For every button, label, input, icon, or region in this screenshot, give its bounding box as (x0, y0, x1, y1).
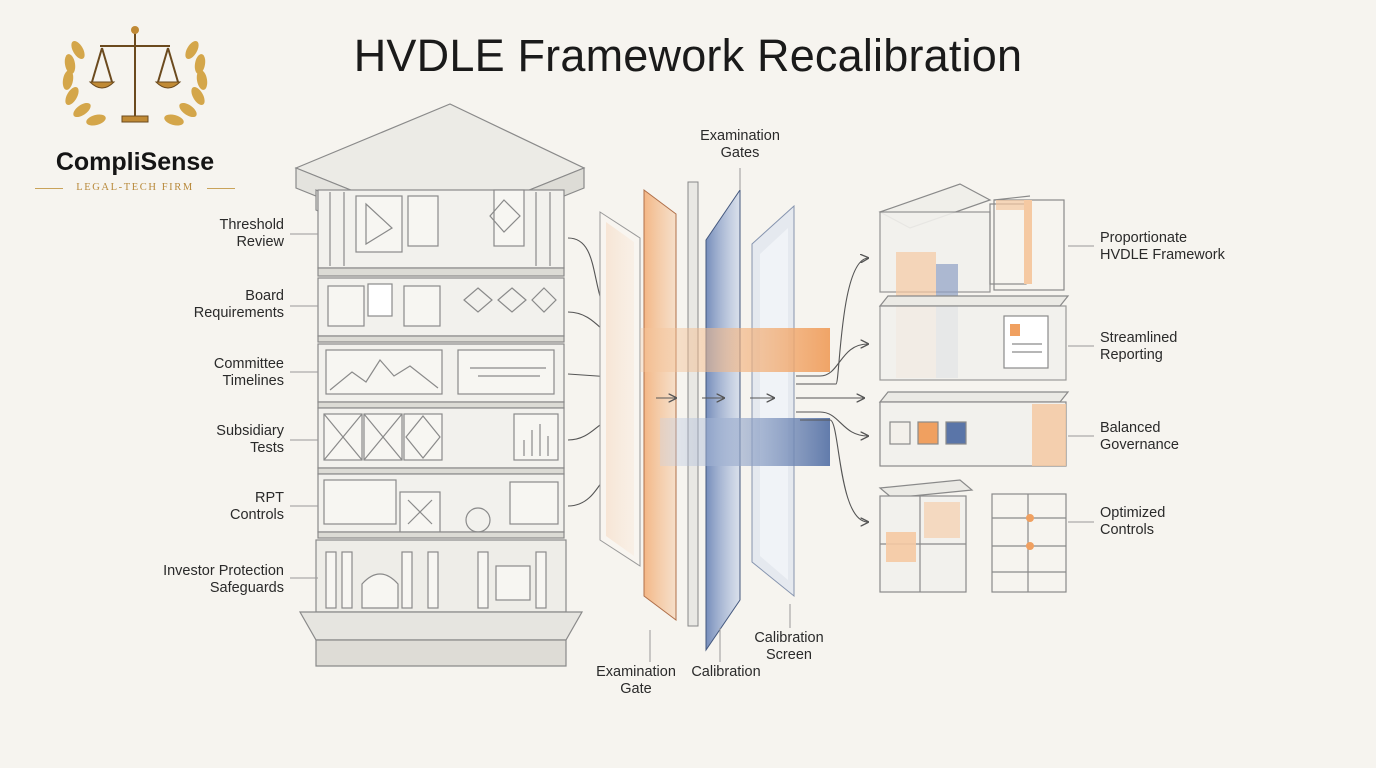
brand-name: CompliSense (55, 148, 215, 176)
label-line: Calibration (691, 664, 761, 680)
input-label-threshold-review: Threshold Review (220, 217, 284, 251)
label-line: Board (245, 288, 284, 304)
label-line: Examination (596, 664, 676, 680)
label-line: Reporting (1100, 347, 1163, 363)
label-line: Review (236, 234, 284, 250)
label-line: Optimized (1100, 505, 1166, 521)
label-line: Balanced (1100, 420, 1161, 436)
gate-label-calibration-screen: Calibration Screen (730, 630, 848, 664)
label-line: Proportionate (1100, 230, 1188, 246)
gate-leader-lines (649, 168, 791, 662)
input-label-subsidiary-tests: Subsidiary Tests (216, 423, 284, 457)
blue-flow-band (660, 418, 830, 466)
input-label-rpt-controls: RPT Controls (230, 490, 284, 524)
page-title: HVDLE Framework Recalibration (353, 30, 1023, 81)
gate-label-examination-gate: Examination Gate (576, 664, 696, 698)
label-line: HVDLE Framework (1100, 247, 1225, 263)
label-line: Committee (213, 356, 284, 372)
tagline-rule-left (35, 188, 63, 189)
input-label-investor-protection: Investor Protection Safeguards (163, 563, 284, 597)
output-leader-lines (1068, 245, 1094, 523)
output-label-streamlined-reporting: Streamlined Reporting (1100, 330, 1177, 364)
input-label-board-requirements: Board Requirements (194, 288, 284, 322)
tagline-rule-right (207, 188, 235, 189)
label-line: Tests (250, 440, 284, 456)
label-line: Controls (230, 507, 284, 523)
brand-tagline: LEGAL-TECH FIRM (76, 182, 194, 193)
label-line: Streamlined (1100, 330, 1178, 346)
output-structures (878, 183, 1070, 593)
label-line: Screen (766, 647, 812, 663)
label-line: Subsidiary (216, 423, 284, 439)
label-line: Threshold (219, 217, 284, 233)
label-line: Safeguards (209, 580, 284, 596)
scales-of-justice-icon (62, 26, 208, 126)
label-line: RPT (255, 490, 284, 506)
label-line: Calibration (754, 630, 824, 646)
regulatory-tower (294, 103, 586, 667)
output-label-optimized-controls: Optimized Controls (1100, 505, 1165, 539)
label-line: Timelines (222, 373, 284, 389)
label-line: Examination (700, 128, 780, 144)
output-flow-arrows (796, 258, 868, 522)
output-label-proportionate-framework: Proportionate HVDLE Framework (1100, 230, 1225, 264)
label-line: Controls (1100, 522, 1154, 538)
gate-label-calibration: Calibration (668, 664, 784, 681)
label-line: Requirements (193, 305, 284, 321)
label-line: Gate (620, 681, 652, 697)
gate-label-examination-gates: Examination Gates (680, 128, 800, 162)
examination-gates (599, 181, 795, 652)
orange-flow-band (640, 328, 830, 372)
label-line: Governance (1100, 437, 1179, 453)
label-line: Gates (720, 145, 760, 161)
label-line: Investor Protection (163, 563, 284, 579)
output-label-balanced-governance: Balanced Governance (1100, 420, 1179, 454)
input-label-committee-timelines: Committee Timelines (214, 356, 284, 390)
logo: CompliSense LEGAL-TECH FIRM (30, 20, 240, 193)
input-leader-lines (290, 233, 318, 579)
